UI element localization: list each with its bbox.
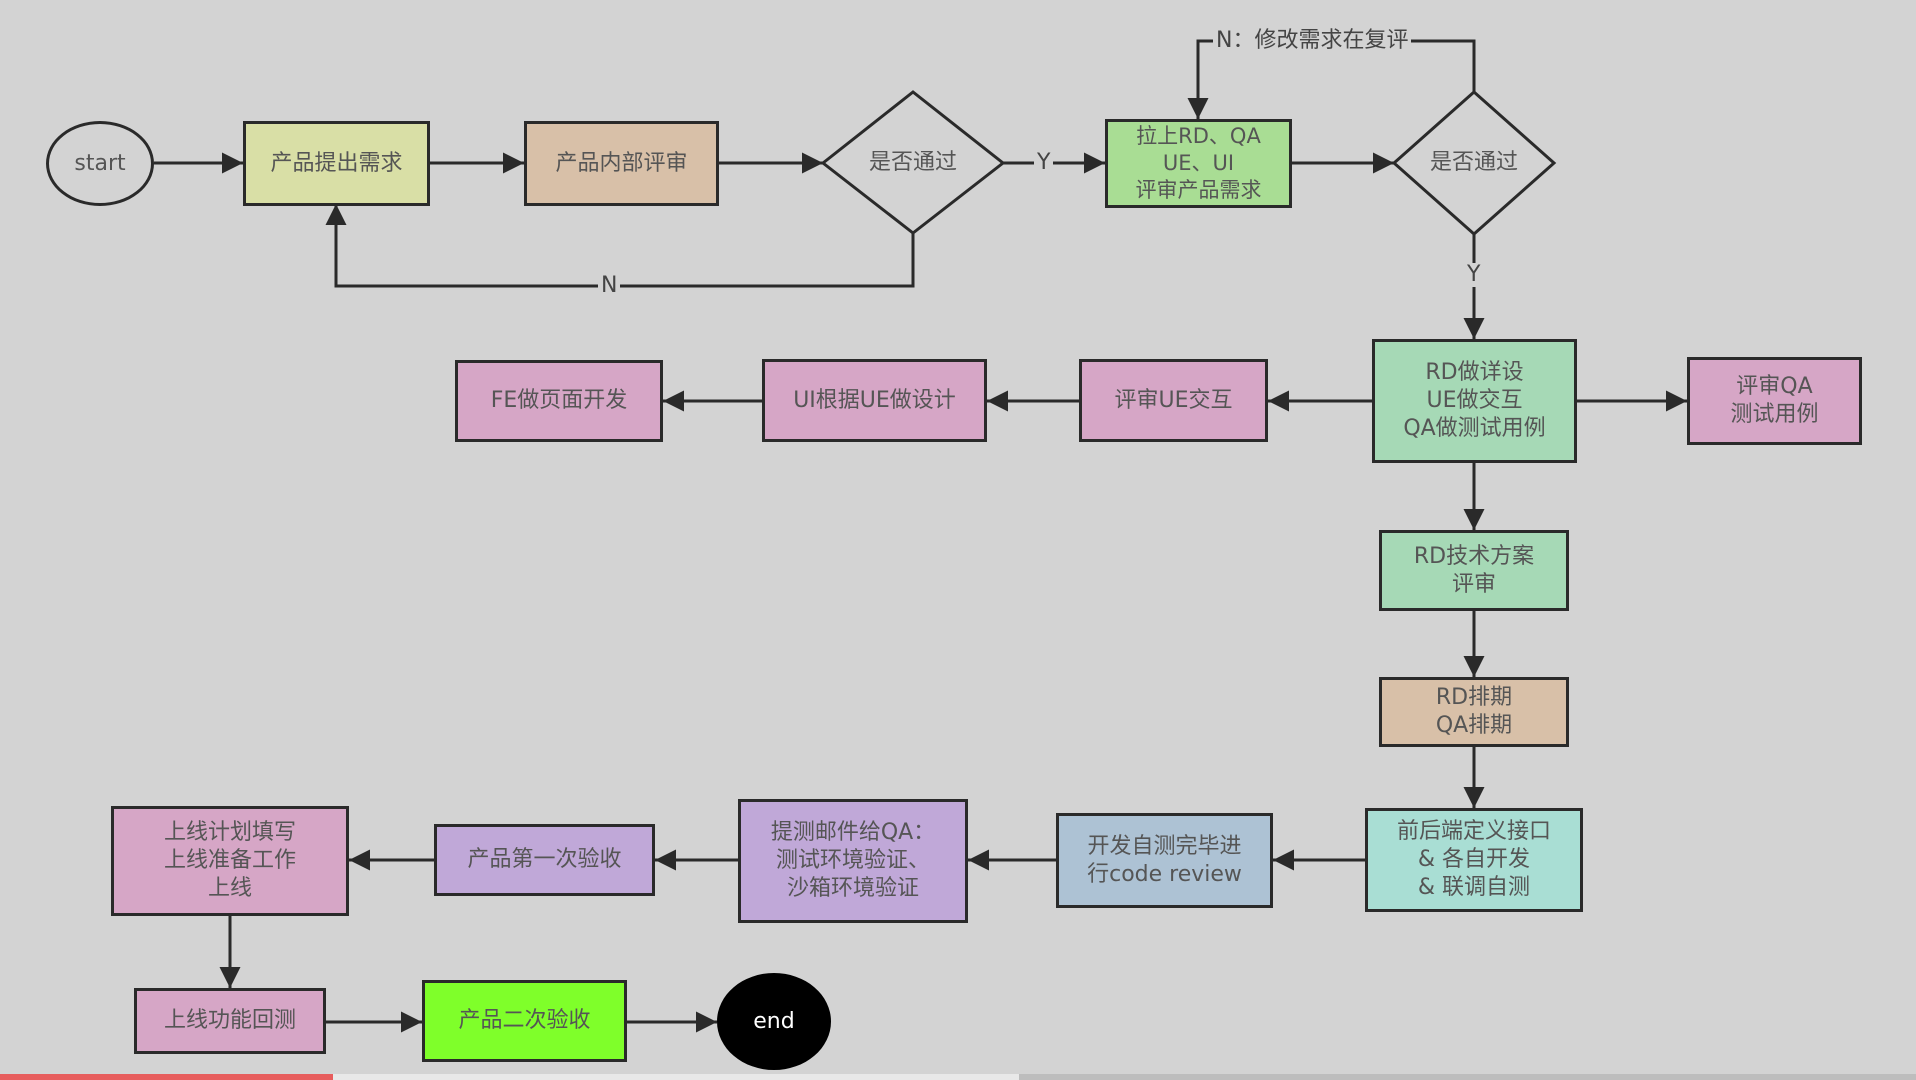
fe-dev-node: FE做页面开发 — [455, 360, 663, 442]
decision-node-2-shape — [1391, 89, 1557, 237]
review-ue-node: 评审UE交互 — [1079, 359, 1268, 442]
first-acceptance-node: 产品第一次验收 — [434, 824, 655, 896]
code-review-node: 开发自测完毕进 行code review — [1056, 813, 1273, 908]
start-node: start — [46, 121, 154, 206]
launch-plan-node: 上线计划填写 上线准备工作 上线 — [111, 806, 349, 916]
test-mail-node: 提测邮件给QA： 测试环境验证、 沙箱环境验证 — [738, 799, 968, 923]
edge-decision1-no — [325, 204, 915, 288]
decision-node-1-shape — [820, 90, 1006, 235]
regression-node: 上线功能回测 — [134, 988, 326, 1054]
video-progress-played — [0, 1074, 334, 1080]
label-no-2: N：修改需求在复评 — [1213, 29, 1412, 53]
interface-dev-node: 前后端定义接口 & 各自开发 & 联调自测 — [1365, 808, 1583, 912]
decision-node-1: 是否通过 — [868, 150, 957, 175]
scheduling-node: RD排期 QA排期 — [1379, 677, 1569, 747]
label-no-1: N — [598, 274, 621, 298]
rd-tech-review-node: RD技术方案 评审 — [1379, 530, 1569, 611]
ui-design-node: UI根据UE做设计 — [762, 359, 987, 442]
second-acceptance-node: 产品二次验收 — [422, 980, 627, 1062]
product-requirement-node: 产品提出需求 — [243, 121, 430, 206]
label-yes-1: Y — [1034, 151, 1054, 175]
review-qa-cases-node: 评审QA 测试用例 — [1687, 357, 1862, 445]
label-yes-2: Y — [1464, 263, 1484, 287]
design-tasks-node: RD做详设 UE做交互 QA做测试用例 — [1372, 339, 1577, 463]
internal-review-node: 产品内部评审 — [524, 121, 719, 206]
team-review-node: 拉上RD、QA UE、UI 评审产品需求 — [1105, 119, 1292, 208]
decision-node-2: 是否通过 — [1429, 150, 1518, 175]
video-progress-bar[interactable] — [0, 1074, 1916, 1080]
end-node: end — [717, 973, 831, 1070]
video-progress-buffered — [0, 1074, 1020, 1080]
